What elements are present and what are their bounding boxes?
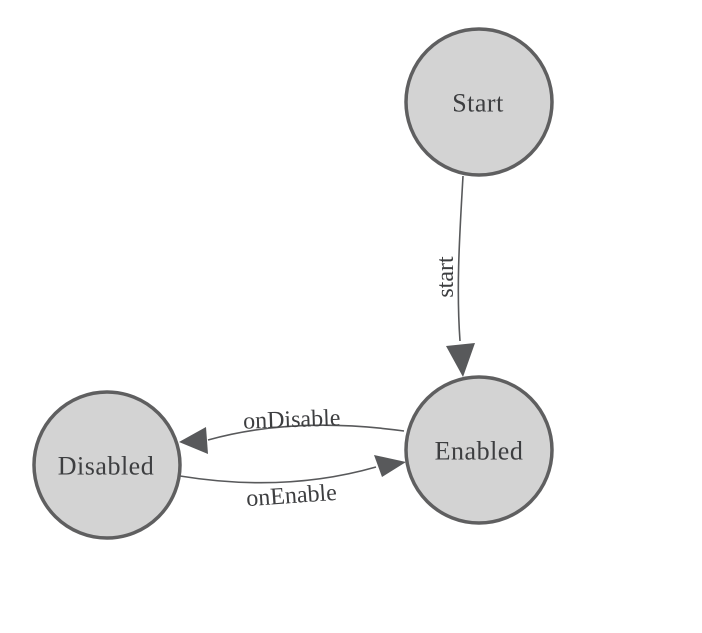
transition-ondisable: onDisable (179, 405, 405, 454)
state-node-enabled: Enabled (404, 375, 554, 525)
edge-start-line (457, 175, 464, 342)
edge-onenable-arrowhead (374, 455, 406, 477)
state-node-start-circle (404, 27, 554, 177)
transition-onenable: onEnable (179, 455, 406, 512)
edge-label-start: start (433, 256, 459, 298)
edge-onenable-line (179, 466, 377, 484)
edge-start-arrowhead (446, 343, 475, 377)
edge-label-ondisable: onDisable (243, 405, 341, 434)
state-node-enabled-label: Enabled (435, 437, 524, 466)
state-node-disabled-circle (32, 390, 182, 540)
state-node-disabled: Disabled (32, 390, 182, 540)
state-node-start-label: Start (452, 89, 504, 118)
edge-ondisable-arrowhead (179, 427, 208, 454)
state-node-enabled-circle (404, 375, 554, 525)
transition-start: start (433, 175, 475, 377)
state-node-disabled-label: Disabled (58, 452, 154, 481)
edge-ondisable-line (207, 424, 405, 441)
edge-label-onenable: onEnable (245, 480, 337, 512)
state-node-start: Start (404, 27, 554, 177)
